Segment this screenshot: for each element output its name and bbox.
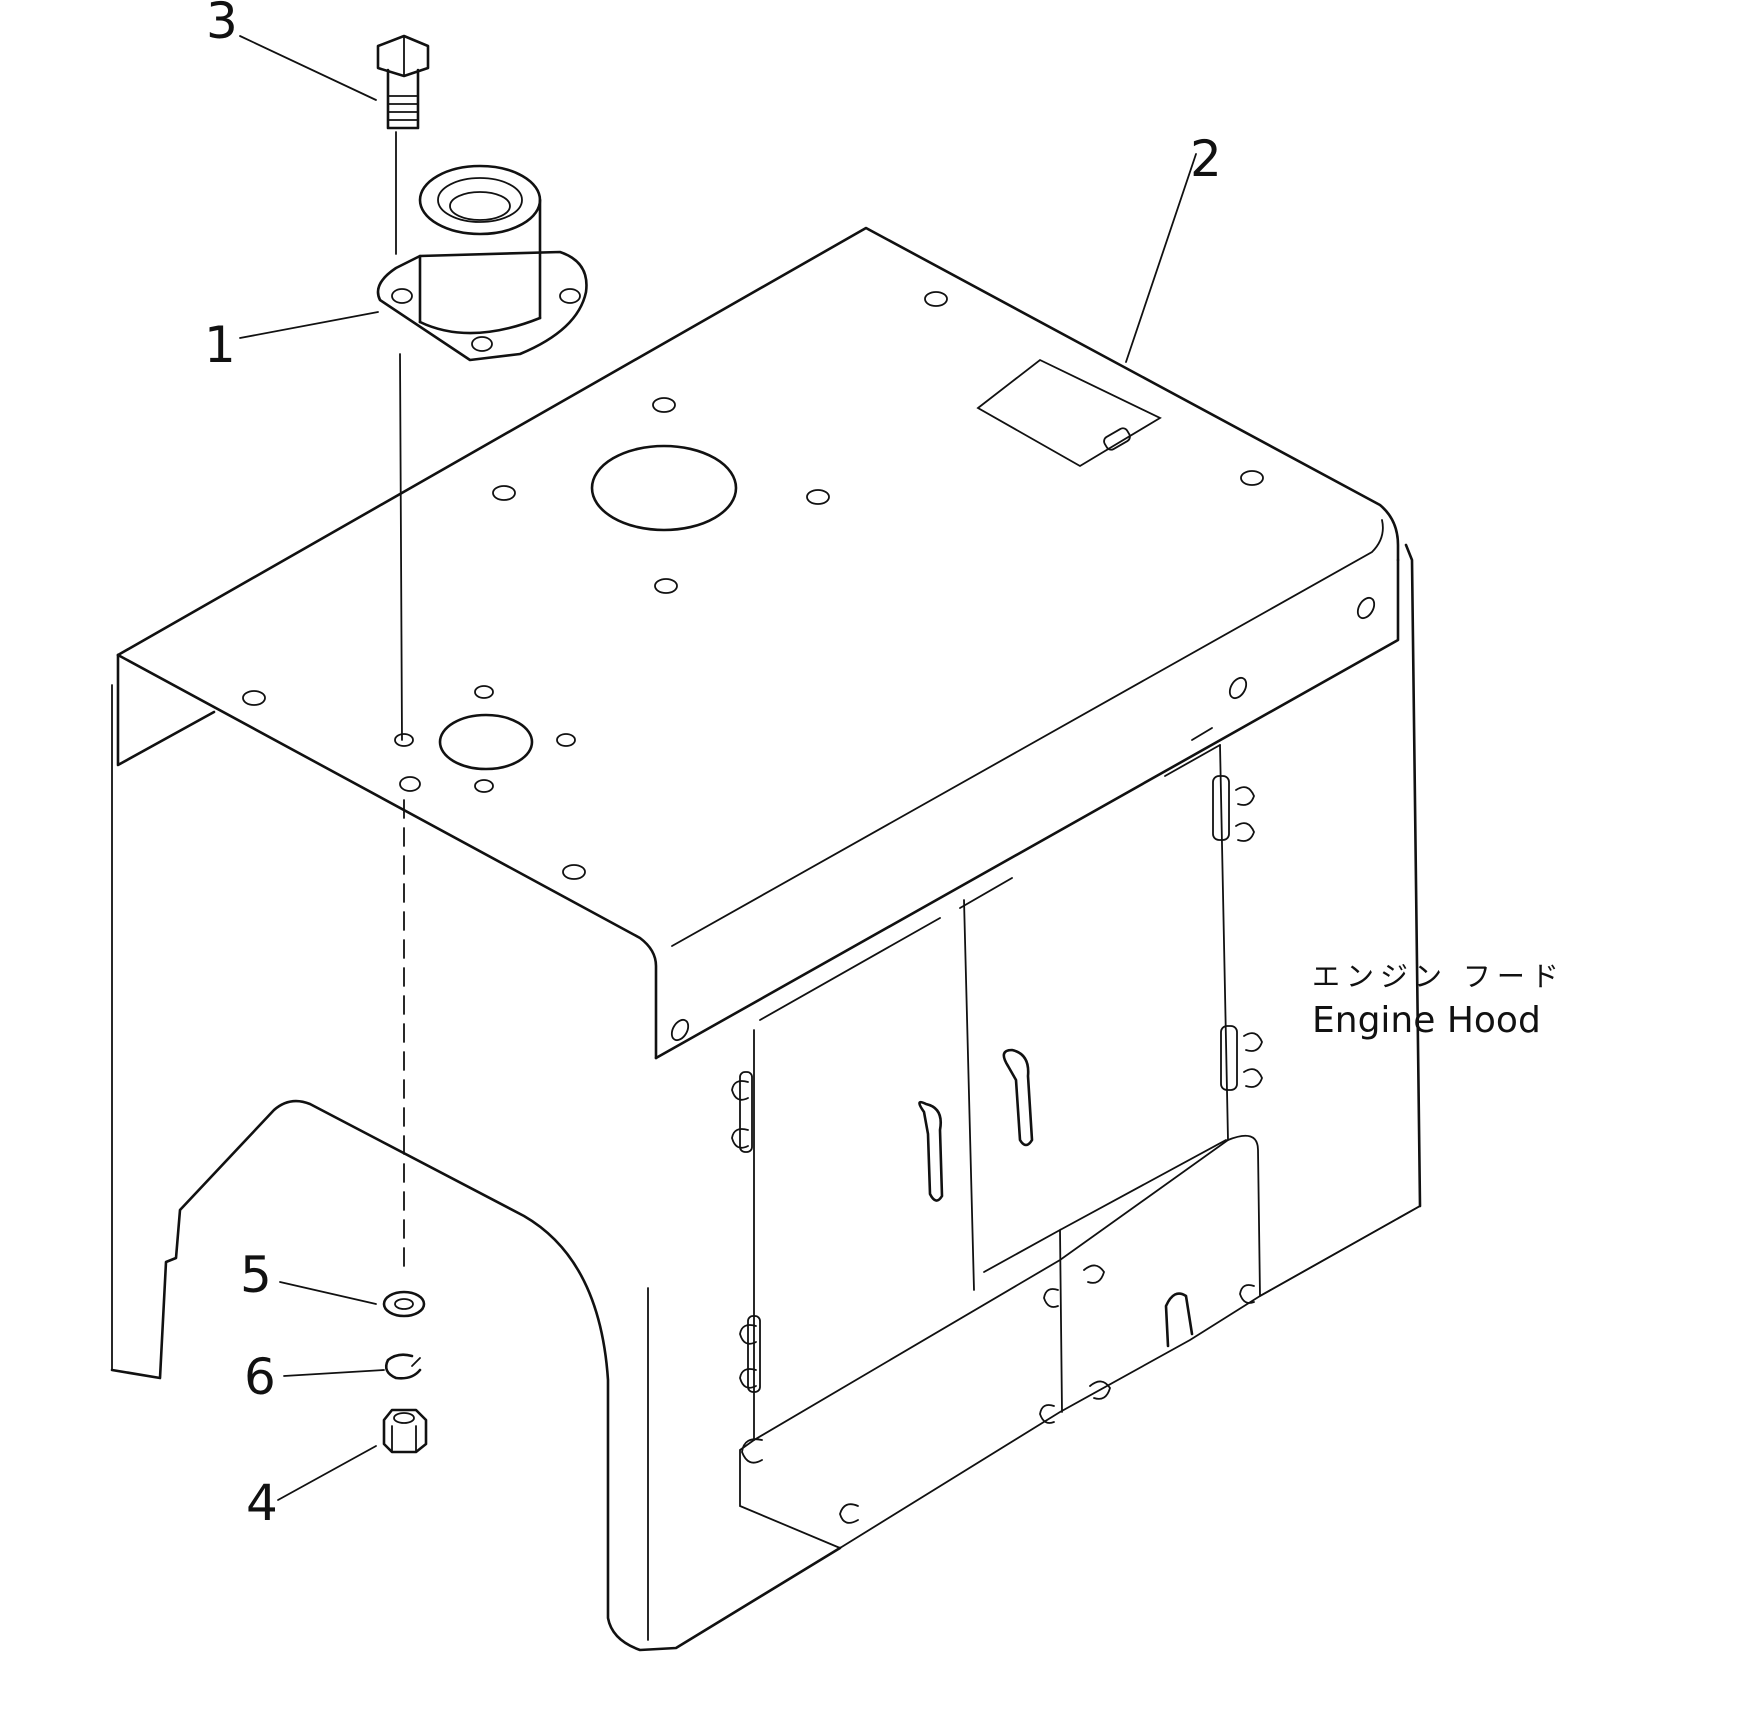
nut <box>382 1408 428 1454</box>
bolt-holes <box>242 291 1376 1042</box>
title-japanese: エンジン フード <box>1312 960 1565 993</box>
title-english: Engine Hood <box>1312 1000 1541 1041</box>
callout-6: 6 <box>244 1348 276 1406</box>
callout-1: 1 <box>204 316 236 374</box>
exhaust-collar-flange <box>376 164 588 362</box>
callout-4: 4 <box>246 1474 278 1532</box>
bolt <box>376 34 430 130</box>
washer <box>382 1290 426 1318</box>
spring-washer <box>384 1353 422 1380</box>
leader-lines <box>239 35 1197 1501</box>
engine-hood <box>110 226 1422 1652</box>
hinge-group <box>739 775 1238 1393</box>
latch-clips <box>731 786 1263 1524</box>
callout-3: 3 <box>206 0 238 50</box>
callout-5: 5 <box>240 1246 272 1304</box>
callout-2: 2 <box>1190 130 1222 188</box>
